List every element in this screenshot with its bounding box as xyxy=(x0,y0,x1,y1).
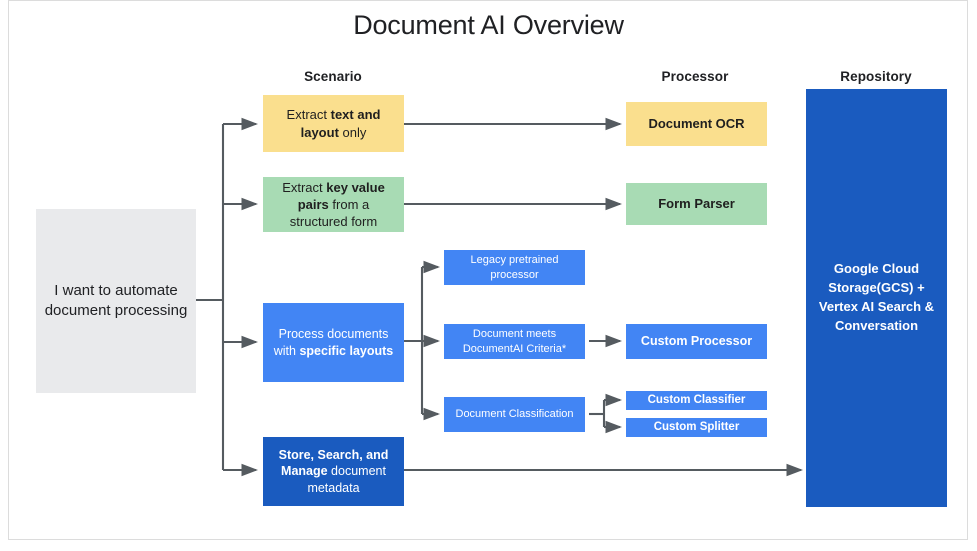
node-document-ocr[interactable]: Document OCR xyxy=(626,102,767,146)
text-fragment-bold: Store, Search, and Manage xyxy=(278,447,389,479)
text-fragment-bold: specific layouts xyxy=(299,343,394,358)
node-document-meets-criteria-label: Document meets DocumentAI Criteria* xyxy=(462,327,567,355)
node-custom-processor-label: Custom Processor xyxy=(640,334,753,349)
node-repository[interactable]: Google Cloud Storage(GCS) + Vertex AI Se… xyxy=(806,89,947,507)
node-custom-classifier[interactable]: Custom Classifier xyxy=(626,391,767,410)
text-fragment: only xyxy=(338,124,367,140)
column-header-processor: Processor xyxy=(661,69,729,84)
node-document-classification-label: Document Classification xyxy=(455,408,574,421)
node-repository-label: Google Cloud Storage(GCS) + Vertex AI Se… xyxy=(818,261,935,333)
node-intent[interactable]: I want to automate document processing xyxy=(36,209,196,393)
node-form-parser-label: Form Parser xyxy=(658,196,735,212)
node-legacy-pretrained[interactable]: Legacy pretrained processor xyxy=(444,250,585,285)
node-document-meets-criteria[interactable]: Document meets DocumentAI Criteria* xyxy=(444,324,585,359)
node-document-ocr-label: Document OCR xyxy=(648,116,745,132)
node-custom-splitter-label: Custom Splitter xyxy=(653,420,740,433)
node-custom-classifier-label: Custom Classifier xyxy=(647,393,746,406)
text-fragment: Process documents with xyxy=(273,327,389,358)
node-form-parser[interactable]: Form Parser xyxy=(626,183,767,225)
text-fragment: Extract xyxy=(286,107,331,123)
text-fragment-bold: key value pairs xyxy=(297,179,385,212)
node-scenario-key-value[interactable]: Extract key value pairs from a structure… xyxy=(263,177,404,232)
text-fragment-bold: text and layout xyxy=(300,107,381,140)
node-scenario-text-layout[interactable]: Extract text and layout only xyxy=(263,95,404,152)
node-custom-splitter[interactable]: Custom Splitter xyxy=(626,418,767,437)
node-document-classification[interactable]: Document Classification xyxy=(444,397,585,432)
node-scenario-key-value-label: Extract key value pairs from a structure… xyxy=(269,179,398,230)
node-scenario-text-layout-label: Extract text and layout only xyxy=(269,106,398,140)
node-scenario-specific-layouts[interactable]: Process documents with specific layouts xyxy=(263,303,404,382)
node-legacy-pretrained-label: Legacy pretrained processor xyxy=(470,253,559,281)
node-scenario-specific-layouts-label: Process documents with specific layouts xyxy=(269,326,398,359)
column-header-scenario: Scenario xyxy=(304,69,362,84)
column-header-repository: Repository xyxy=(840,69,912,84)
node-scenario-store-search-manage-label: Store, Search, and Manage document metad… xyxy=(269,447,398,497)
page-title: Document AI Overview xyxy=(353,10,624,40)
text-fragment: Extract xyxy=(282,179,327,195)
node-intent-label: I want to automate document processing xyxy=(44,282,188,319)
text-fragment: from a structured form xyxy=(289,196,378,230)
node-scenario-store-search-manage[interactable]: Store, Search, and Manage document metad… xyxy=(263,437,404,506)
node-custom-processor[interactable]: Custom Processor xyxy=(626,324,767,359)
text-fragment: document metadata xyxy=(307,464,386,495)
